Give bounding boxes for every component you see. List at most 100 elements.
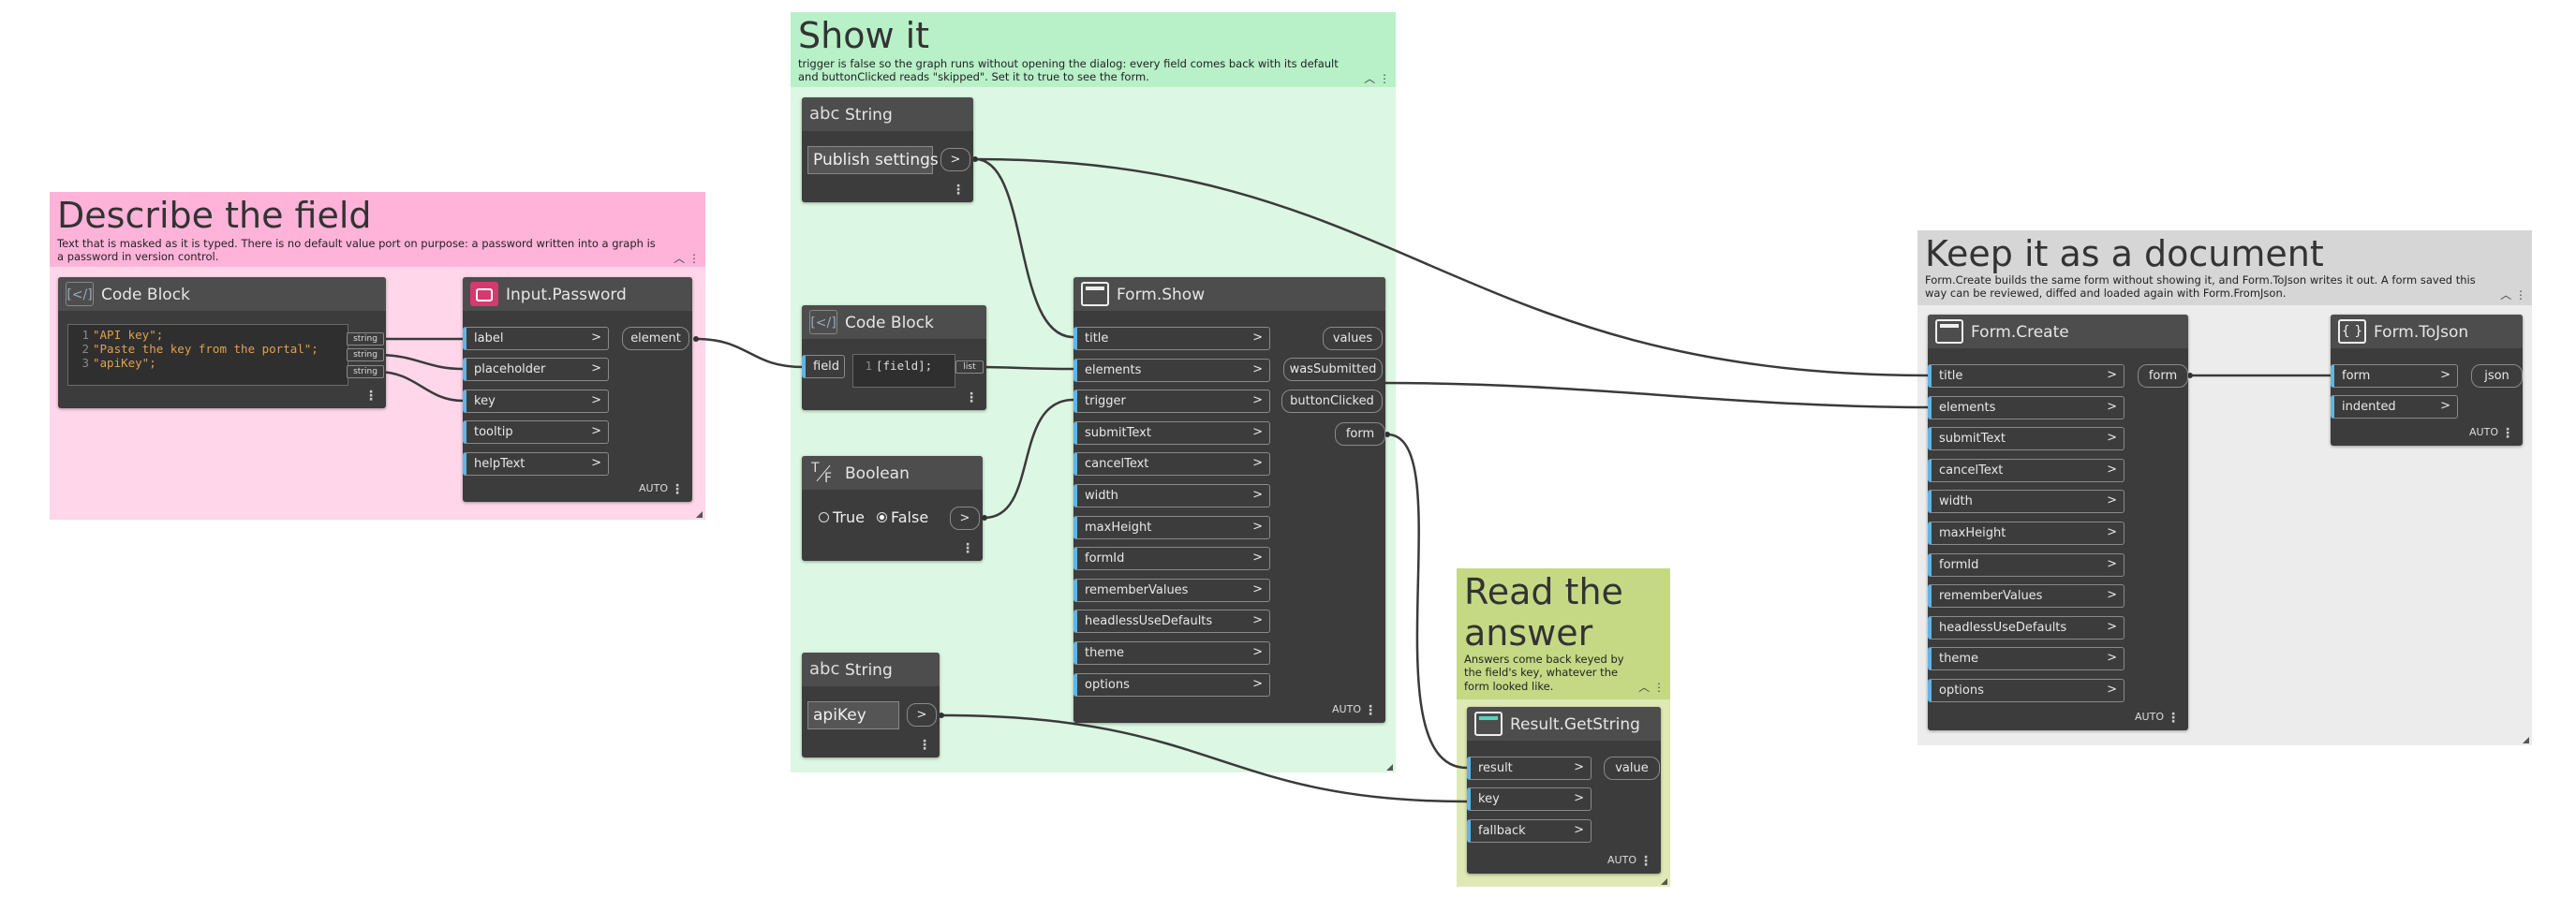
- output-port-form[interactable]: form: [1335, 422, 1385, 446]
- group-title[interactable]: Describe the field: [57, 195, 372, 236]
- node-form-create[interactable]: Form.Create title> elements> submitText> ca…: [1928, 315, 2188, 730]
- input-port[interactable]: formId>: [1073, 547, 1270, 571]
- output-port[interactable]: >: [907, 703, 937, 727]
- input-port-key[interactable]: key>: [463, 390, 609, 413]
- output-port-form[interactable]: form: [2138, 364, 2188, 388]
- resize-handle-icon[interactable]: [696, 511, 703, 518]
- node-title[interactable]: Form.ToJson: [2374, 323, 2469, 342]
- node-code-block[interactable]: [</] Code Block 1"API key"; 2"Paste the …: [58, 277, 386, 408]
- node-result-getstring[interactable]: Result.GetString result> key> fallback> …: [1467, 707, 1661, 874]
- input-port[interactable]: headlessUseDefaults>: [1073, 610, 1270, 634]
- input-port[interactable]: theme>: [1073, 641, 1270, 665]
- node-title[interactable]: String: [845, 106, 893, 125]
- input-port[interactable]: formId>: [1928, 552, 2124, 577]
- output-port-wassubmitted[interactable]: wasSubmitted: [1283, 358, 1383, 381]
- radio-true[interactable]: True: [819, 508, 865, 526]
- input-port-field[interactable]: field: [802, 355, 845, 378]
- node-string[interactable]: abc String apiKey > ⋮: [802, 653, 940, 757]
- node-form-show[interactable]: Form.Show title> elements> trigger> submitT…: [1073, 277, 1385, 723]
- input-port[interactable]: elements>: [1928, 395, 2124, 419]
- input-port-tooltip[interactable]: tooltip>: [463, 420, 609, 444]
- collapse-icon[interactable]: ︿ ⋮: [2500, 288, 2526, 301]
- more-icon[interactable]: ⋮: [961, 541, 974, 556]
- input-port[interactable]: theme>: [1928, 647, 2124, 671]
- input-port-placeholder[interactable]: placeholder>: [463, 358, 609, 381]
- output-port-string[interactable]: string: [347, 365, 384, 378]
- more-icon[interactable]: ⋮: [1364, 703, 1377, 718]
- wire-element-to-field: [695, 337, 805, 369]
- group-title[interactable]: Read the answer: [1464, 571, 1623, 654]
- output-port[interactable]: >: [950, 507, 980, 530]
- input-port-fallback[interactable]: fallback>: [1467, 819, 1591, 843]
- radio-false[interactable]: False: [877, 508, 928, 526]
- resize-handle-icon[interactable]: [2523, 737, 2529, 743]
- output-port-json[interactable]: json: [2471, 364, 2523, 388]
- node-code-block[interactable]: [</] Code Block field 1[field]; list ⋮: [802, 305, 986, 410]
- group-title[interactable]: Keep it as a document: [1925, 233, 2324, 274]
- collapse-icon[interactable]: ︿ ⋮: [1638, 681, 1665, 694]
- string-value-input[interactable]: apiKey: [807, 701, 899, 729]
- input-port[interactable]: options>: [1073, 672, 1270, 697]
- input-port[interactable]: options>: [1928, 679, 2124, 702]
- wire-list-to-elements: [974, 365, 1074, 371]
- code-editor[interactable]: 1[field];: [852, 354, 955, 388]
- collapse-icon[interactable]: ︿ ⋮: [674, 252, 700, 265]
- node-form-tojson[interactable]: { } Form.ToJson form> indented> json AUT…: [2331, 315, 2523, 446]
- resize-handle-icon[interactable]: [1386, 764, 1393, 771]
- input-port[interactable]: elements>: [1073, 358, 1270, 382]
- more-icon[interactable]: ⋮: [965, 390, 978, 405]
- input-port[interactable]: submitText>: [1073, 420, 1270, 445]
- input-port-form[interactable]: form>: [2331, 364, 2458, 388]
- code-line: 3"apiKey";: [81, 356, 156, 370]
- input-port-result[interactable]: result>: [1467, 757, 1591, 780]
- input-port[interactable]: headlessUseDefaults>: [1928, 615, 2124, 640]
- node-title[interactable]: Result.GetString: [1510, 715, 1640, 734]
- input-port[interactable]: width>: [1928, 490, 2124, 514]
- more-icon[interactable]: ⋮: [918, 738, 931, 753]
- output-port-value[interactable]: value: [1604, 757, 1660, 780]
- node-title[interactable]: Code Block: [101, 286, 190, 304]
- output-port[interactable]: >: [940, 148, 970, 171]
- input-port[interactable]: submitText>: [1928, 427, 2124, 451]
- input-port[interactable]: maxHeight>: [1928, 522, 2124, 545]
- output-port-string[interactable]: string: [347, 332, 384, 346]
- node-title[interactable]: Form.Create: [1971, 323, 2069, 342]
- output-port-values[interactable]: values: [1323, 327, 1383, 350]
- output-port-element[interactable]: element: [622, 327, 689, 350]
- more-icon[interactable]: ⋮: [364, 389, 378, 404]
- input-port[interactable]: trigger>: [1073, 390, 1270, 414]
- input-port[interactable]: rememberValues>: [1928, 584, 2124, 609]
- node-title[interactable]: Code Block: [845, 314, 934, 332]
- input-port[interactable]: cancelText>: [1073, 452, 1270, 477]
- node-boolean[interactable]: T F Boolean True False > ⋮: [802, 456, 983, 561]
- code-editor[interactable]: 1"API key"; 2"Paste the key from the por…: [67, 324, 348, 386]
- string-value-input[interactable]: Publish settings: [807, 146, 939, 174]
- more-icon[interactable]: ⋮: [2167, 711, 2180, 726]
- input-port-helptext[interactable]: helpText>: [463, 452, 609, 476]
- input-port[interactable]: width>: [1073, 484, 1270, 507]
- resize-handle-icon[interactable]: [1661, 878, 1667, 885]
- input-port[interactable]: title>: [1928, 364, 2124, 388]
- input-port[interactable]: rememberValues>: [1073, 578, 1270, 602]
- input-port-key[interactable]: key>: [1467, 787, 1591, 811]
- node-title[interactable]: Boolean: [845, 464, 910, 483]
- output-port-list[interactable]: list: [955, 360, 984, 374]
- collapse-icon[interactable]: ︿ ⋮: [1364, 72, 1390, 85]
- node-string[interactable]: abc String Publish settings > ⋮: [802, 97, 973, 202]
- input-port[interactable]: title>: [1073, 327, 1270, 350]
- output-port-string[interactable]: string: [347, 348, 384, 361]
- input-port-label[interactable]: label>: [463, 327, 609, 350]
- node-input-password[interactable]: Input.Password label> placeholder> key> …: [463, 277, 692, 502]
- node-title[interactable]: Input.Password: [506, 286, 627, 304]
- input-port-indented[interactable]: indented>: [2331, 395, 2458, 419]
- more-icon[interactable]: ⋮: [671, 482, 684, 497]
- group-title[interactable]: Show it: [798, 15, 930, 56]
- more-icon[interactable]: ⋮: [2501, 426, 2514, 441]
- input-port[interactable]: cancelText>: [1928, 458, 2124, 482]
- output-port-buttonclicked[interactable]: buttonClicked: [1281, 390, 1383, 413]
- node-title[interactable]: String: [845, 661, 893, 680]
- input-port[interactable]: maxHeight>: [1073, 515, 1270, 539]
- node-title[interactable]: Form.Show: [1117, 286, 1206, 304]
- more-icon[interactable]: ⋮: [952, 183, 965, 198]
- more-icon[interactable]: ⋮: [1639, 854, 1652, 869]
